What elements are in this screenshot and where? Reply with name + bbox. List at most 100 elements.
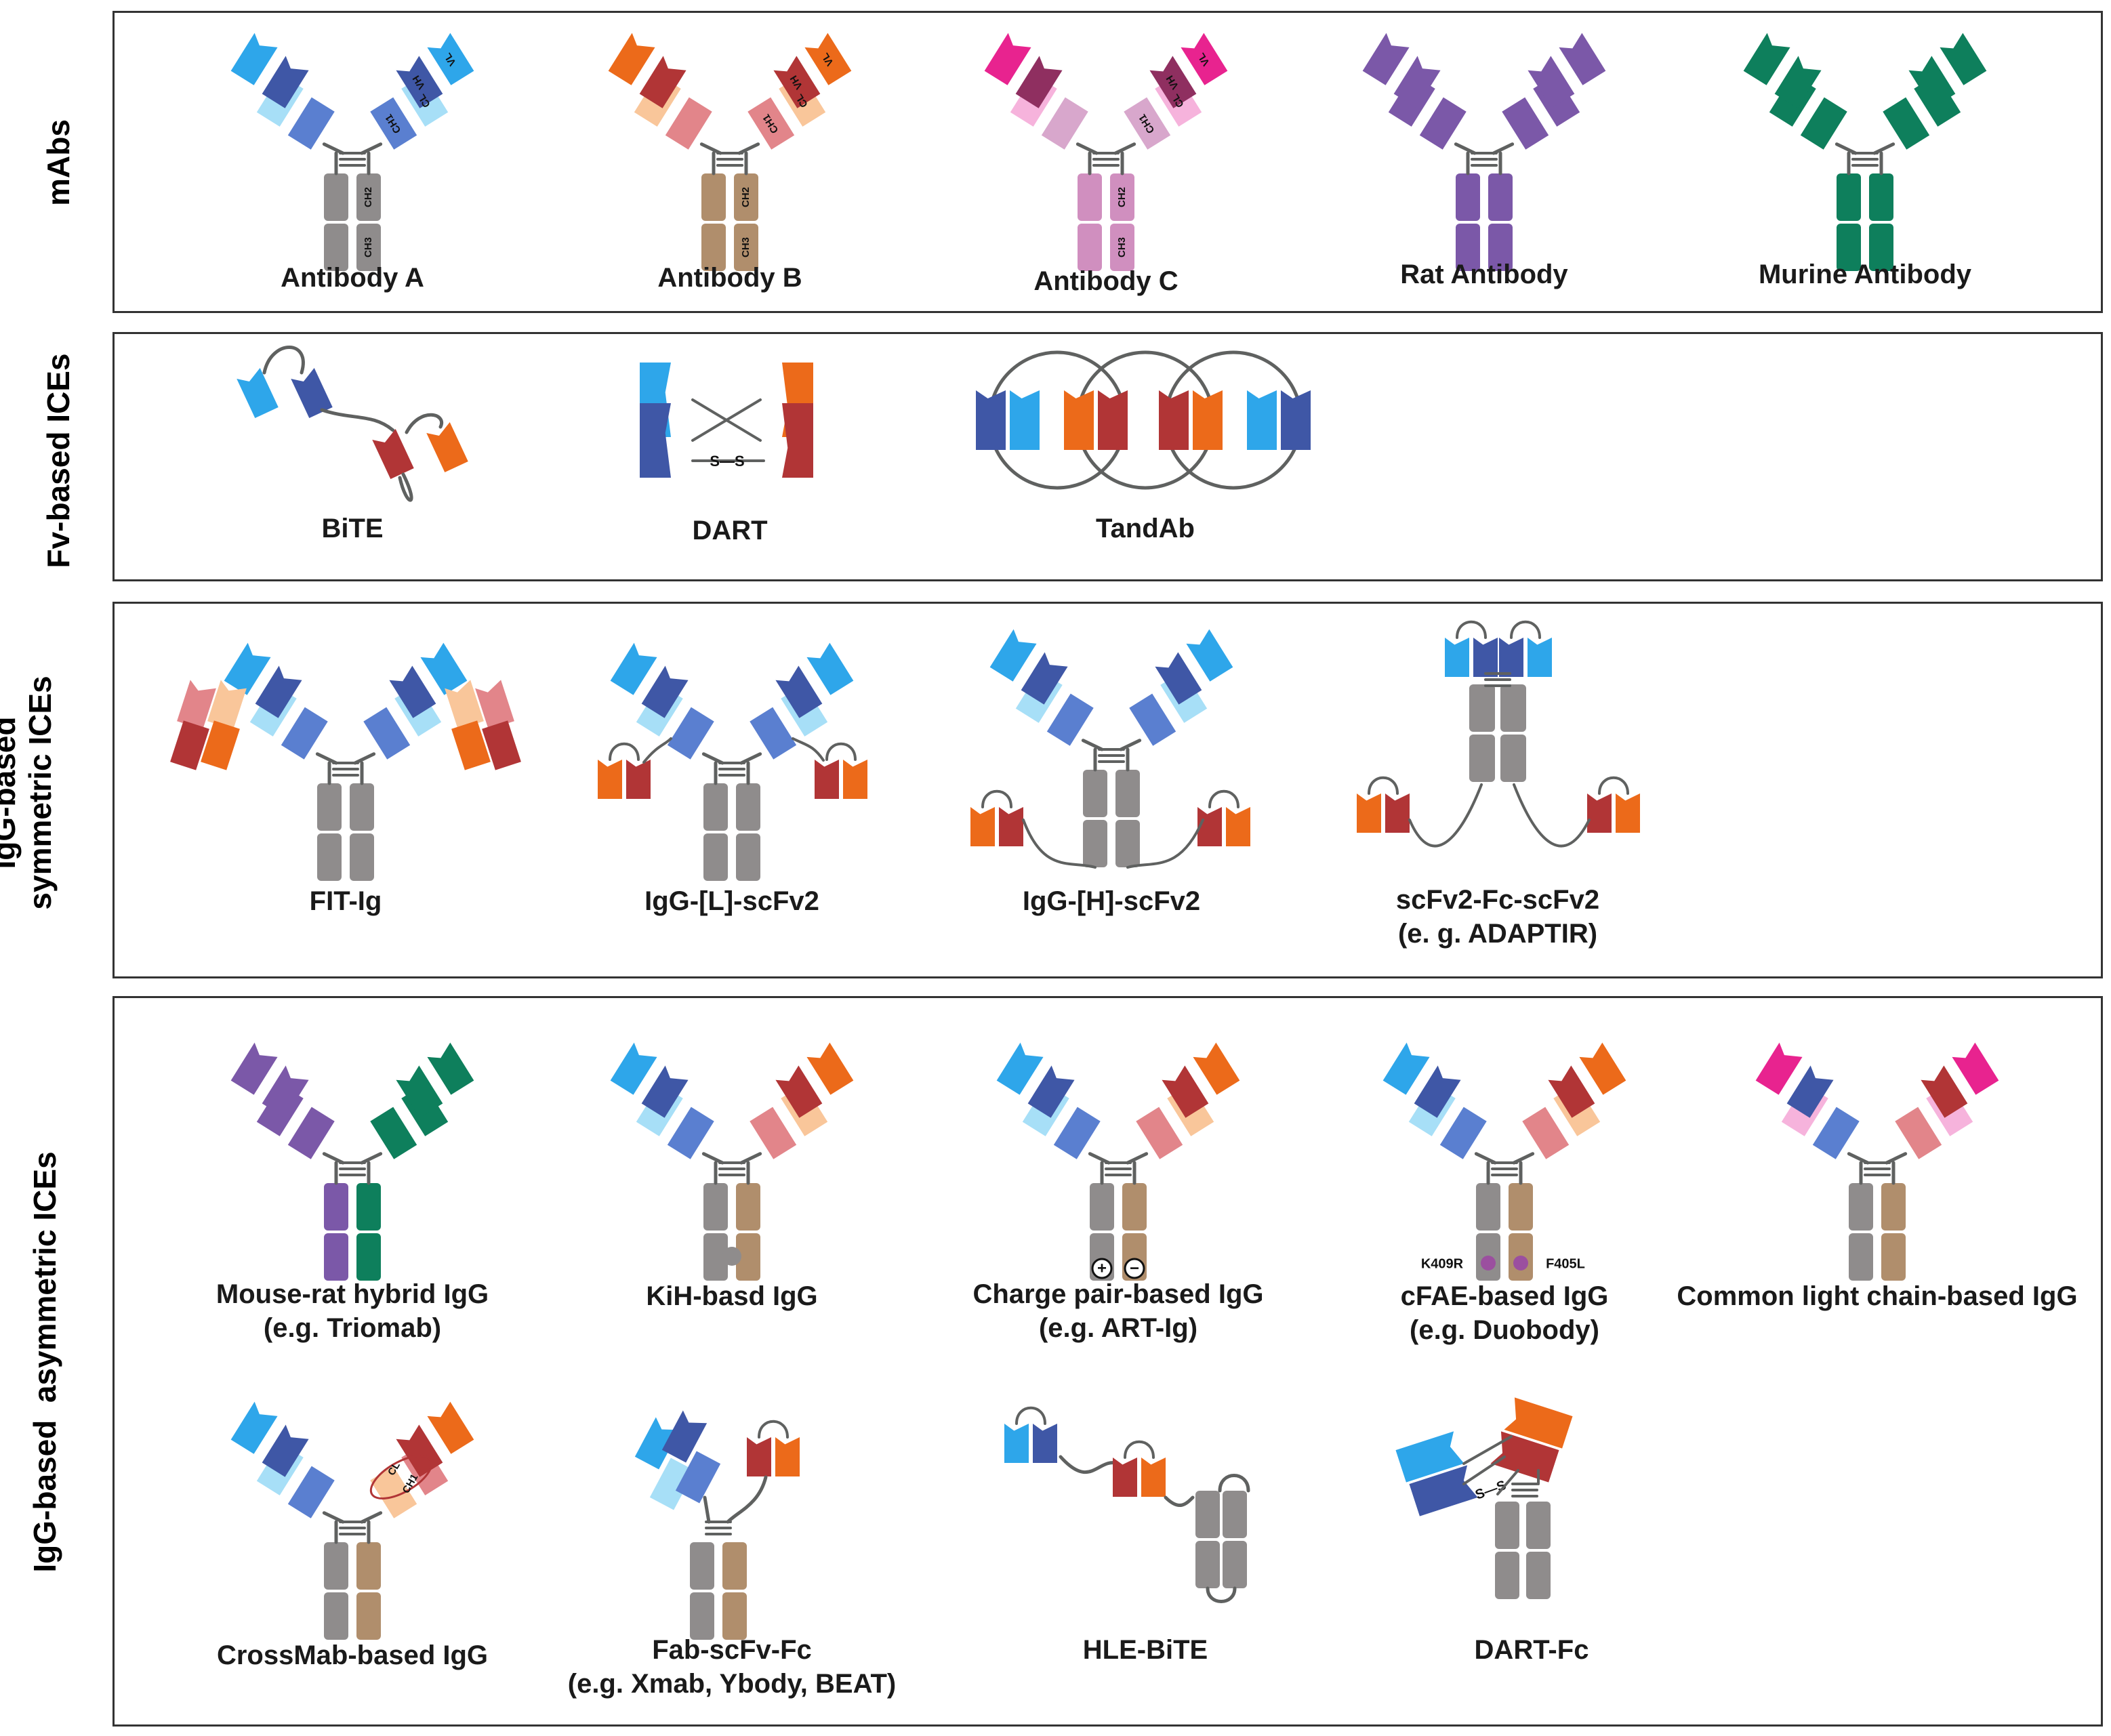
- mouse-rat-hybrid-igg-label: Mouse-rat hybrid IgG (e.g. Triomab): [216, 1279, 489, 1343]
- heavy-chain-linker: [1088, 1152, 1111, 1165]
- hle-linker-2: [1164, 1495, 1195, 1507]
- fit-outer-ch1-l: [170, 720, 209, 770]
- adaptir-ch2-l: [1469, 684, 1495, 732]
- heavy-chain-linker: [315, 752, 338, 765]
- vh-domain: [1162, 1065, 1209, 1118]
- dart-disulfide: S—S: [710, 453, 744, 470]
- ch2-domain-left: [1849, 1183, 1873, 1231]
- ch3-domain-left: [1837, 224, 1861, 271]
- ch3-domain-right: [1488, 224, 1513, 271]
- scfv2-fc-scfv2: scFv2-Fc-scFv2 (e. g. ADAPTIR): [1355, 617, 1640, 969]
- vl-domain: [230, 1042, 278, 1095]
- iggl-scfv-l-vh: [598, 760, 622, 799]
- scfv2-fc-scfv2-diagram: [1357, 620, 1640, 848]
- kih-igg-diagram: [610, 1042, 854, 1281]
- vl-domain: [608, 33, 655, 85]
- iggh-scfv-r-linker: [1208, 789, 1239, 808]
- vh-domain: [641, 665, 689, 718]
- ch1-domain: [1883, 97, 1930, 150]
- adaptir-ch3-r: [1500, 735, 1526, 782]
- ch3-domain-right: [356, 224, 381, 271]
- vh-domain: [389, 665, 436, 718]
- vh-domain: [1786, 1065, 1834, 1118]
- vh-domain: [255, 665, 302, 718]
- plus-charge-text: +: [1097, 1259, 1107, 1277]
- hle-ch2-l: [1195, 1491, 1220, 1538]
- ch2-domain-left: [701, 173, 726, 221]
- ch2-domain-left: [317, 783, 342, 831]
- ch2-domain-left: [1090, 1183, 1114, 1231]
- iggl-link-r: [792, 737, 825, 762]
- vh-domain: [1015, 56, 1063, 108]
- ch1-domain: [1046, 693, 1094, 746]
- iggh-scfv-l-vl: [999, 807, 1023, 846]
- heavy-chain-linker: [353, 752, 376, 765]
- dartfc-disulfide: S—S: [1473, 1478, 1508, 1503]
- fab-scfv-fc-diagram: [634, 1410, 800, 1640]
- ch2-domain-left: [324, 1183, 348, 1231]
- heavy-chain-linker: [1835, 142, 1858, 155]
- vl-domain: [1743, 33, 1790, 85]
- fabscfv-ch2-r: [722, 1542, 747, 1590]
- vh-domain: [1021, 652, 1068, 705]
- ch1-domain: [1129, 693, 1176, 746]
- mutation-dot-right: [1513, 1256, 1528, 1270]
- vl-domain: [989, 629, 1037, 682]
- ch3-domain-left: [1078, 224, 1102, 271]
- ch3-domain-right: [736, 833, 760, 881]
- fit-outer-vh-l: [177, 680, 216, 730]
- bite-vh-2: [372, 428, 414, 480]
- vh-domain: [775, 665, 823, 718]
- iggl-scfv-l-linker: [609, 742, 640, 761]
- ch3-text: CH3: [1116, 237, 1128, 257]
- bite: BiTE: [217, 346, 488, 562]
- mutation-f405l-text: F405L: [1546, 1256, 1585, 1271]
- vl-domain: [804, 33, 852, 85]
- ch2-domain-left: [703, 783, 728, 831]
- ch3-domain-left: [701, 224, 726, 271]
- hle-bite: HLE-BiTE: [996, 1382, 1294, 1708]
- tandab-domain-6: [1247, 390, 1277, 450]
- vh-domain: [396, 56, 443, 108]
- dartfc-vh-b: [1504, 1397, 1573, 1449]
- rat-antibody-label: Rat Antibody: [1400, 260, 1568, 289]
- vl-domain: [1755, 1042, 1803, 1095]
- heavy-chain-linker: [1492, 142, 1515, 155]
- iggh-scfv-r-vl: [1226, 807, 1250, 846]
- ch1-domain: [1502, 97, 1549, 150]
- mouse-rat-hybrid-igg-diagram: [230, 1042, 474, 1281]
- heavy-chain-linker: [1119, 739, 1142, 751]
- fit-ig-label: FIT-Ig: [309, 886, 382, 916]
- dartfc-vh-a: [1409, 1465, 1478, 1516]
- vl-domain: [1940, 33, 1987, 85]
- fit-outer-cl-r: [451, 720, 491, 770]
- ch3-domain-left: [703, 833, 728, 881]
- ch2-domain-right: [356, 1183, 381, 1231]
- ch1-domain: [1800, 97, 1847, 150]
- ch3-domain-right: [1881, 1233, 1906, 1281]
- hle-scfv-2-vh: [1113, 1458, 1137, 1497]
- ch2-domain-left: [1078, 173, 1102, 221]
- adaptir-top-r-linker: [1510, 620, 1541, 639]
- kih-igg: KiH-basd IgG: [590, 1030, 874, 1355]
- ch1-domain: [1522, 1107, 1570, 1159]
- adaptir-link-l: [1408, 783, 1483, 848]
- ch1-domain: [667, 1107, 714, 1159]
- vl-domain: [806, 642, 854, 695]
- ch2-domain-right: [1115, 770, 1140, 817]
- vh-domain: [1393, 56, 1441, 108]
- bite-diagram: [237, 346, 468, 502]
- tandab-domain-4: [1159, 390, 1189, 450]
- igg-l-scfv2-diagram: [598, 642, 867, 881]
- ch3-domain-right: [734, 224, 758, 271]
- ch3-domain-left: [324, 1233, 348, 1281]
- iggh-link-l: [1022, 819, 1097, 869]
- iggl-link-l: [642, 737, 672, 764]
- adaptir-bot-r-vl: [1616, 793, 1640, 833]
- common-light-chain-igg-label: Common light chain-based IgG: [1677, 1281, 2078, 1311]
- ch2-domain-left: [1476, 1183, 1500, 1231]
